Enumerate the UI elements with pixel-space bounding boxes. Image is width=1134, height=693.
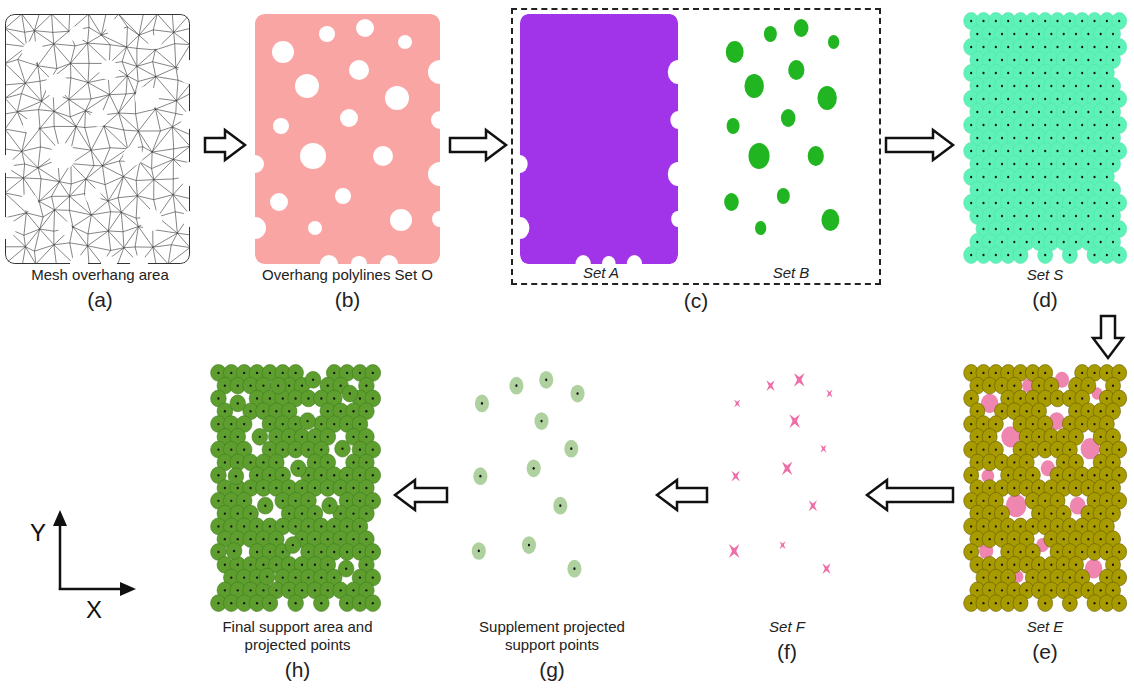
block-arrow <box>1093 316 1123 358</box>
panel-caption: Final support area and projected points <box>212 618 384 654</box>
axis-label: X <box>86 597 102 623</box>
panel-letter: (c) <box>513 289 879 313</box>
set-b-shape <box>724 19 839 235</box>
axis-label: Y <box>30 520 46 546</box>
panel-letter: (b) <box>250 288 445 312</box>
figure-panel: Set A <box>517 12 685 282</box>
set-f-shape <box>729 373 833 574</box>
figure-panel: Mesh overhang area (a) <box>0 10 200 312</box>
panel-caption: Overhang polylines Set O <box>250 266 445 284</box>
block-arrow <box>867 480 953 510</box>
panel-caption: Set S <box>958 266 1132 284</box>
group-box: (c)Set ASet B <box>511 8 881 285</box>
axis-symbol <box>53 510 136 596</box>
panel-letter: (e) <box>958 640 1132 664</box>
block-arrow <box>450 130 506 160</box>
panel-letter: (h) <box>205 658 390 682</box>
panel-caption: Supplement projected support points <box>470 618 635 654</box>
panel-letter: (g) <box>452 658 652 682</box>
block-arrow <box>886 130 953 160</box>
final-support-shape <box>211 365 381 612</box>
block-arrow <box>395 480 447 510</box>
panel-caption: Set A <box>517 264 685 282</box>
figure-panel: Overhang polylines Set O (b) <box>250 10 445 312</box>
block-arrow <box>205 130 245 160</box>
panel-letter: (d) <box>958 288 1132 312</box>
figure-panel: Final support area and projected points (… <box>205 362 390 682</box>
overhang-shape <box>255 14 440 264</box>
figure-panel: Set F (f) <box>712 362 862 664</box>
figure-panel: Set B <box>707 12 875 282</box>
mesh-figure <box>5 14 190 264</box>
figure-panel: Set S (d) <box>958 10 1132 312</box>
panel-caption: Mesh overhang area <box>0 266 200 284</box>
block-arrow <box>657 480 707 510</box>
panel-caption: Set F <box>712 618 862 636</box>
supplement-points <box>472 371 585 578</box>
panel-letter: (a) <box>0 288 200 312</box>
set-e-shape <box>964 365 1127 612</box>
set-a-shape <box>520 14 678 264</box>
figure-panel: Supplement projected support points (g) <box>452 362 652 682</box>
panel-caption: Set E <box>958 618 1132 636</box>
panel-letter: (f) <box>712 640 862 664</box>
panel-caption: Set B <box>707 264 875 282</box>
set-s-shape <box>964 13 1127 264</box>
figure-panel: Set E (e) <box>958 362 1132 664</box>
